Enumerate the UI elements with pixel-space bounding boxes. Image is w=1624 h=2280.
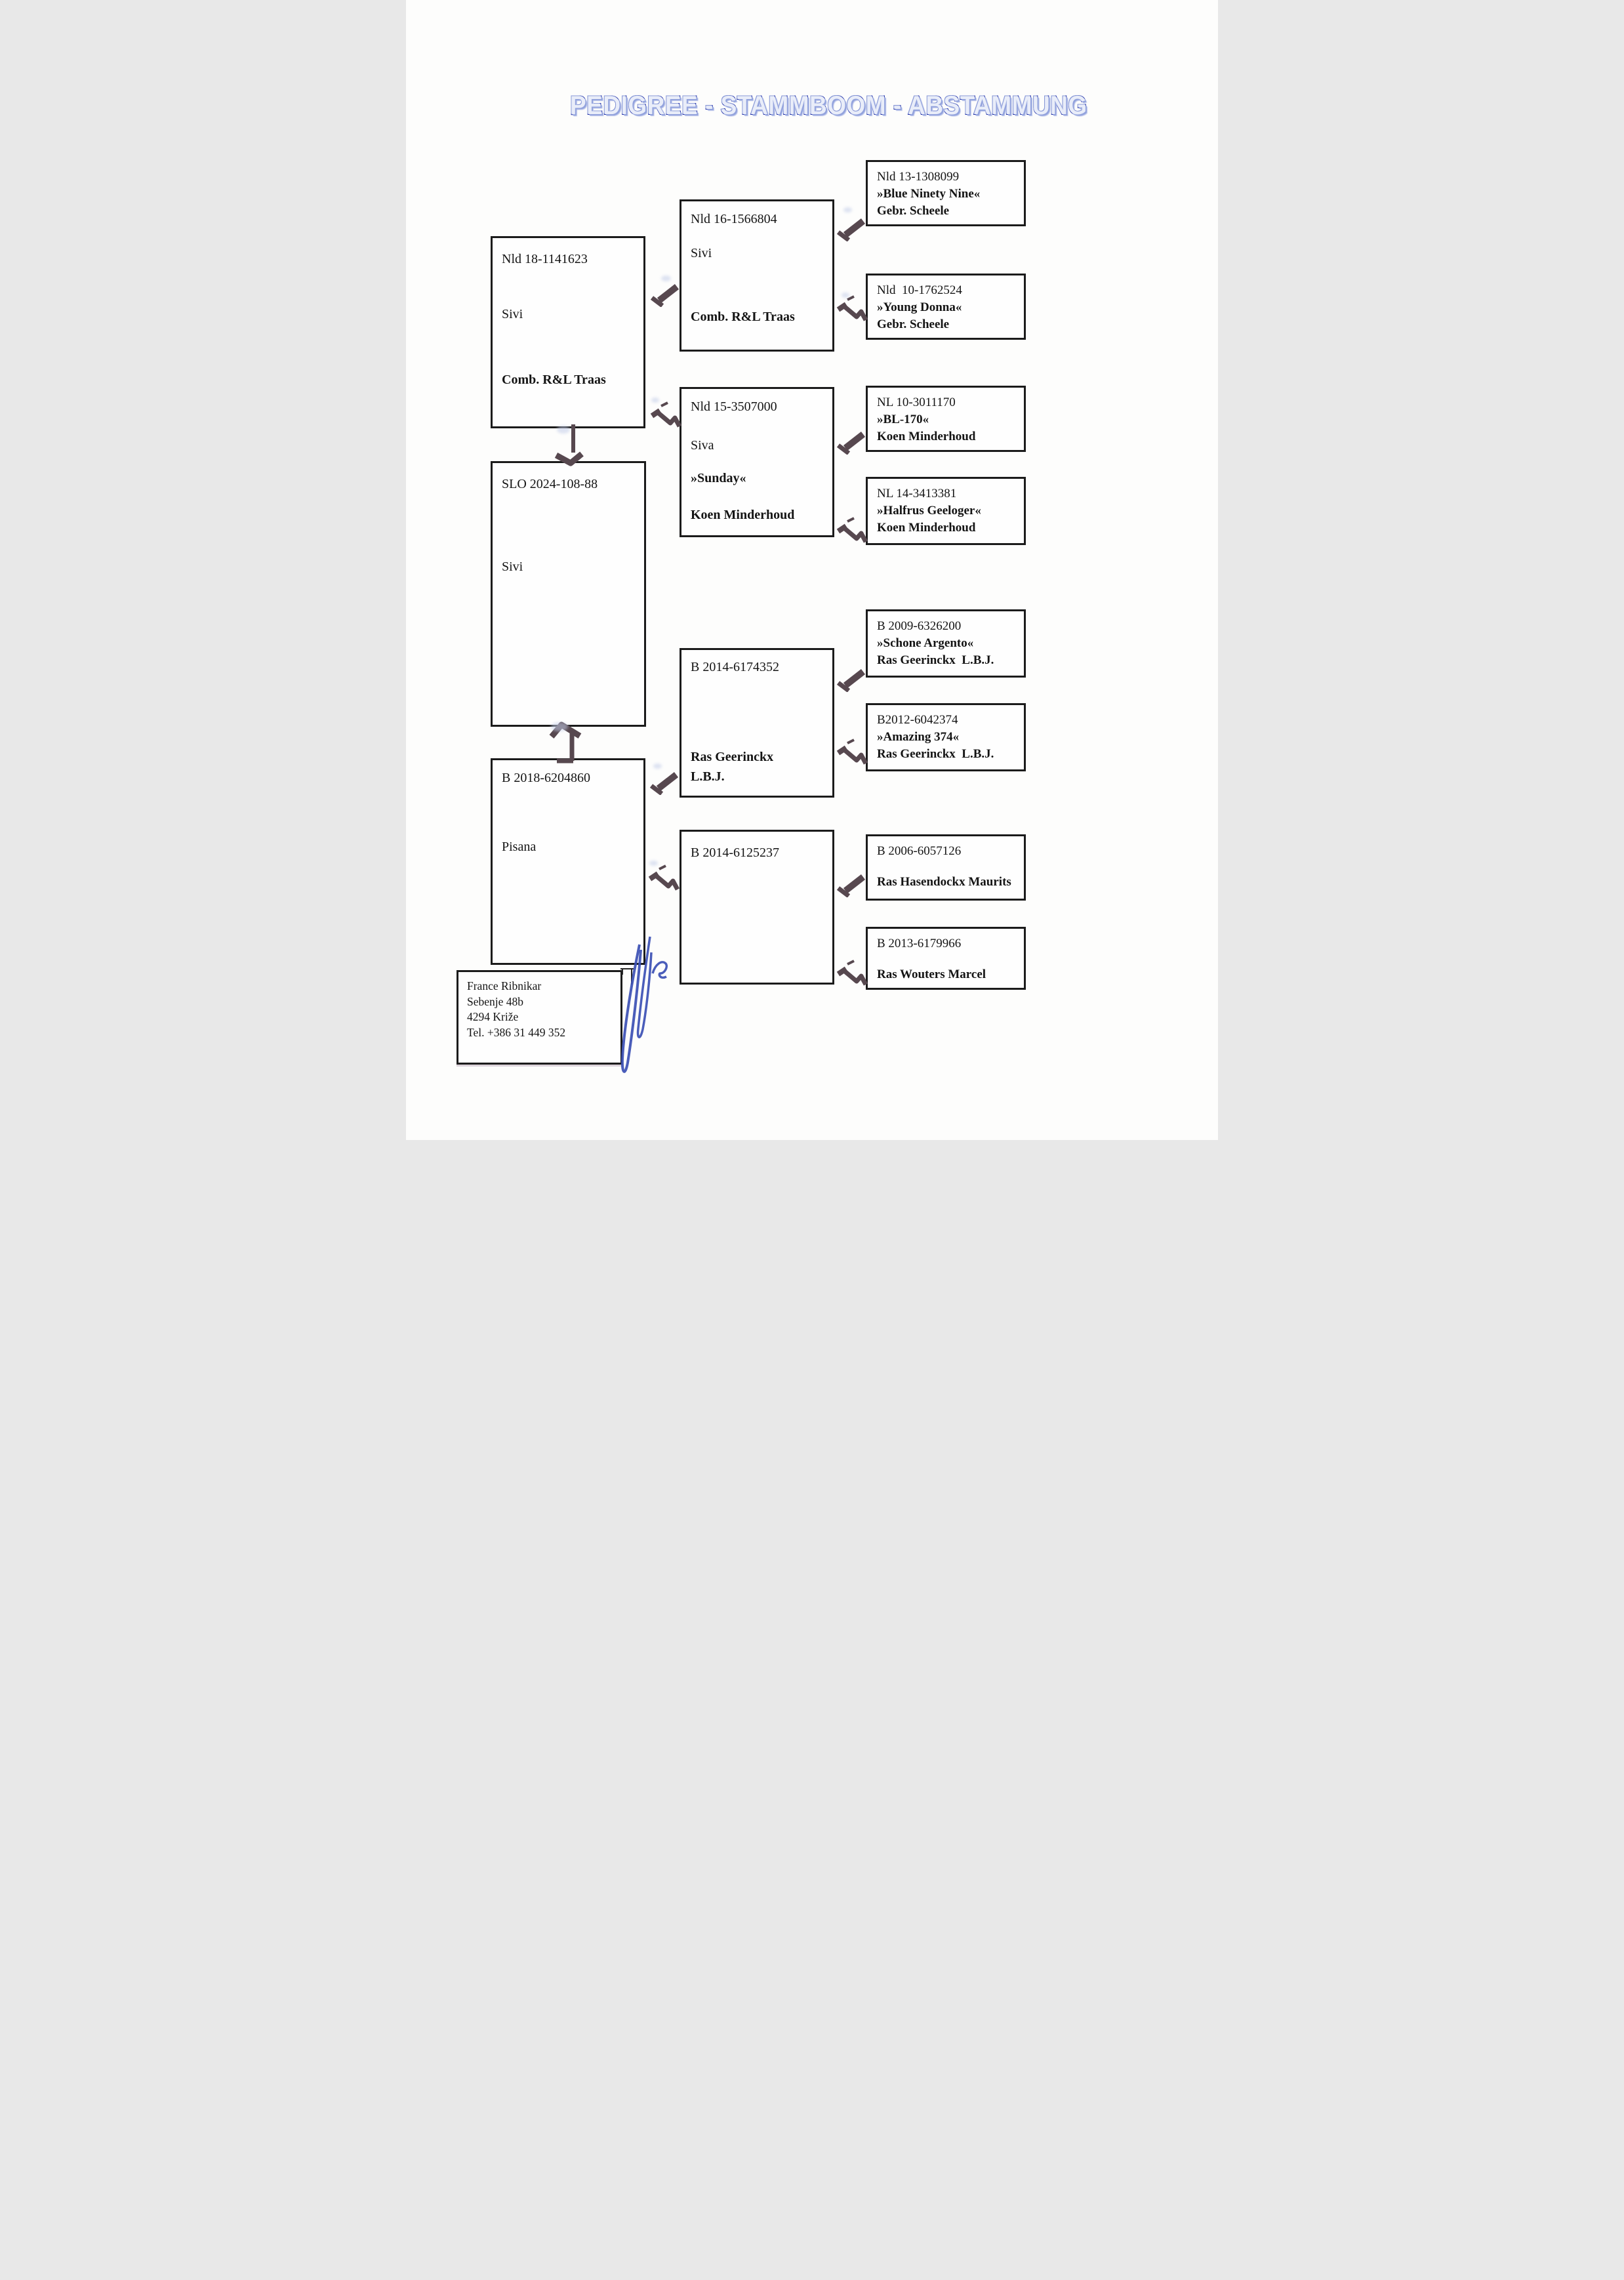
sire-arrow-icon xyxy=(836,669,866,692)
box-grandsire-maternal: B 2014-6174352 Ras Geerinckx L.B.J. xyxy=(680,648,834,798)
ring-id: NL 14-3413381 xyxy=(877,487,957,500)
sire-arrow-icon xyxy=(836,218,866,241)
pigeon-alias: »BL-170« xyxy=(877,413,929,426)
pigeon-name: Pisana xyxy=(502,840,537,854)
ring-id: Nld 10-1762524 xyxy=(877,283,962,297)
sire-arrow-icon xyxy=(836,874,866,897)
box-grandsire-paternal: Nld 16-1566804 Sivi Comb. R&L Traas xyxy=(680,199,834,352)
breeder-name: Ras Geerinckx L.B.J. xyxy=(877,747,994,761)
scan-smudge xyxy=(557,426,570,434)
sire-arrow-icon xyxy=(650,284,680,307)
box-father: Nld 18-1141623 Sivi Comb. R&L Traas xyxy=(491,236,645,428)
pigeon-alias: »Young Donna« xyxy=(877,300,962,314)
scan-smudge xyxy=(649,861,658,866)
signature-icon xyxy=(620,936,668,1073)
pigeon-name: Sivi xyxy=(691,246,712,260)
breeder-name: Gebr. Scheele xyxy=(877,317,950,331)
ring-id: Nld 13-1308099 xyxy=(877,170,960,184)
dam-arrow-icon xyxy=(836,295,868,321)
pedigree-document: PEDIGREE - STAMMBOOM - ABSTAMMUNG Nld 18… xyxy=(406,0,1218,1140)
breeder-name: Ras Geerinckx L.B.J. xyxy=(877,653,994,667)
scan-smudge xyxy=(651,397,659,403)
ring-id: B 2006-6057126 xyxy=(877,844,962,858)
breeder-name: Koen Minderhoud xyxy=(877,430,976,443)
breeder-address-box: France Ribnikar Sebenje 48b 4294 Križe T… xyxy=(457,970,622,1065)
breeder-name: Ras Hasendockx Maurits xyxy=(877,875,1011,889)
ring-id: Nld 16-1566804 xyxy=(691,212,777,226)
pigeon-name: Sivi xyxy=(502,307,523,321)
box-ancestor-6: B2012-6042374 »Amazing 374« Ras Geerinck… xyxy=(866,703,1026,771)
pigeon-alias: »Amazing 374« xyxy=(877,730,960,744)
breeder-name: Koen Minderhoud xyxy=(877,521,976,535)
pigeon-alias: »Blue Ninety Nine« xyxy=(877,187,981,201)
breeder-name: Ras Geerinckx L.B.J. xyxy=(691,750,774,784)
contact-street: Sebenje 48b xyxy=(467,994,524,1008)
breeder-name: Comb. R&L Traas xyxy=(691,310,795,324)
ring-id: Nld 15-3507000 xyxy=(691,399,777,414)
ring-id: B2012-6042374 xyxy=(877,713,958,727)
pigeon-alias: »Schone Argento« xyxy=(877,636,974,650)
pigeon-name: Siva xyxy=(691,438,714,453)
ring-id: B 2009-6326200 xyxy=(877,619,962,633)
breeder-name: Koen Minderhoud xyxy=(691,508,795,522)
ring-id: B 2018-6204860 xyxy=(502,771,590,785)
contact-city: 4294 Križe xyxy=(467,1010,519,1023)
dam-arrow-icon xyxy=(836,517,868,543)
breeder-name: Ras Wouters Marcel xyxy=(877,967,986,981)
ring-id: B 2014-6174352 xyxy=(691,660,779,674)
box-ancestor-1: Nld 13-1308099 »Blue Ninety Nine« Gebr. … xyxy=(866,160,1026,226)
scan-smudge xyxy=(551,722,568,731)
scan-smudge xyxy=(842,293,849,298)
ring-id: NL 10-3011170 xyxy=(877,396,956,409)
ring-id: B 2013-6179966 xyxy=(877,937,962,950)
scan-smudge xyxy=(843,207,852,213)
box-mother: B 2018-6204860 Pisana xyxy=(491,758,645,965)
ring-id: B 2014-6125237 xyxy=(691,845,779,860)
sire-arrow-icon xyxy=(836,432,866,455)
pigeon-name: Sivi xyxy=(502,560,523,574)
scan-smudge xyxy=(653,763,662,769)
dam-arrow-icon xyxy=(648,865,680,891)
ring-id: SLO 2024-108-88 xyxy=(502,477,598,491)
dam-arrow-icon xyxy=(836,960,868,986)
box-ancestor-7: B 2006-6057126 Ras Hasendockx Maurits xyxy=(866,834,1026,901)
page-title: PEDIGREE - STAMMBOOM - ABSTAMMUNG xyxy=(569,90,1087,120)
contact-phone: Tel. +386 31 449 352 xyxy=(467,1025,566,1039)
box-ancestor-2: Nld 10-1762524 »Young Donna« Gebr. Schee… xyxy=(866,274,1026,340)
box-ancestor-3: NL 10-3011170 »BL-170« Koen Minderhoud xyxy=(866,386,1026,452)
down-arrow-icon xyxy=(554,424,584,466)
contact-name: France Ribnikar xyxy=(467,979,542,992)
box-subject: SLO 2024-108-88 Sivi xyxy=(491,461,646,727)
sire-arrow-icon xyxy=(649,772,679,795)
pigeon-alias: »Sunday« xyxy=(691,471,746,485)
scan-smudge xyxy=(661,275,671,281)
box-ancestor-5: B 2009-6326200 »Schone Argento« Ras Geer… xyxy=(866,609,1026,678)
box-granddam-maternal: B 2014-6125237 xyxy=(680,830,834,985)
pigeon-alias: »Halfrus Geeloger« xyxy=(877,504,981,518)
dam-arrow-icon xyxy=(650,401,681,428)
ring-id: Nld 18-1141623 xyxy=(502,252,588,266)
box-granddam-paternal: Nld 15-3507000 Siva »Sunday« Koen Minder… xyxy=(680,387,834,537)
breeder-name: Gebr. Scheele xyxy=(877,204,950,218)
box-ancestor-4: NL 14-3413381 »Halfrus Geeloger« Koen Mi… xyxy=(866,477,1026,545)
dam-arrow-icon xyxy=(836,739,868,765)
breeder-name: Comb. R&L Traas xyxy=(502,373,606,387)
box-ancestor-8: B 2013-6179966 Ras Wouters Marcel xyxy=(866,927,1026,990)
